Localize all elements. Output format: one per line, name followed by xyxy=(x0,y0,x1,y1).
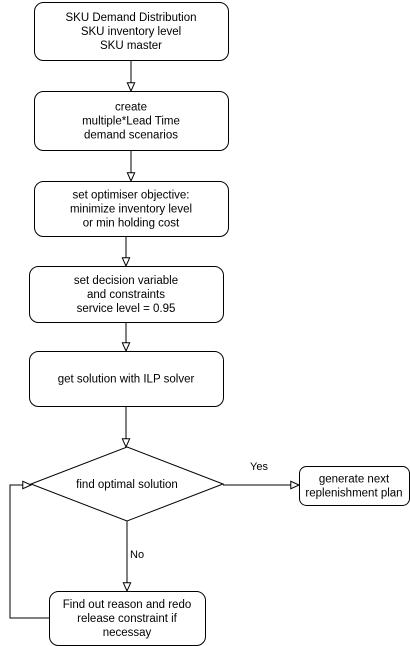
edge-optimal-to-redo xyxy=(122,521,132,593)
node-objective: set optimiser objective: minimize invento… xyxy=(34,181,229,237)
node-text-line: get solution with ILP solver xyxy=(58,374,195,386)
edge-constraints-to-solve xyxy=(121,322,131,353)
edge-redo-to-optimal xyxy=(9,480,49,619)
process-box xyxy=(34,2,229,61)
process-box xyxy=(34,181,229,237)
edge-objective-to-constraints xyxy=(121,236,131,268)
node-text-line: replenishment plan xyxy=(305,488,402,500)
node-text-line: demand scenarios xyxy=(84,130,178,142)
node-plan: generate next replenishment plan xyxy=(299,466,410,506)
node-text-line: create xyxy=(115,102,147,114)
edge-inputs-to-scenarios xyxy=(126,60,136,93)
process-box xyxy=(29,266,224,323)
edge-label-no: No xyxy=(130,549,144,561)
connector-line xyxy=(9,484,49,619)
node-text-line: generate next xyxy=(319,474,390,486)
arrowhead xyxy=(22,480,33,490)
arrowhead xyxy=(126,82,136,93)
node-optimal: find optimal solution xyxy=(29,446,225,522)
node-text-line: set optimiser objective: xyxy=(73,190,190,202)
node-text-line: service level = 0.95 xyxy=(77,303,176,315)
edge-label-yes: Yes xyxy=(250,461,268,473)
arrowhead xyxy=(126,172,136,183)
arrowhead xyxy=(121,438,131,449)
arrowhead xyxy=(290,480,301,490)
node-text-line: or min holding cost xyxy=(83,218,180,230)
node-text-line: SKU master xyxy=(100,40,162,52)
node-text-line: SKU inventory level xyxy=(81,26,181,38)
node-text-line: release constraint if xyxy=(77,613,178,625)
node-text-line: set decision variable xyxy=(74,275,178,287)
edge-solve-to-optimal xyxy=(121,406,131,449)
node-text-line: minimize inventory level xyxy=(70,204,192,216)
process-box xyxy=(34,91,229,151)
node-redo: Find out reason and redo release constrai… xyxy=(49,591,206,646)
node-text-line: SKU Demand Distribution xyxy=(65,12,196,24)
node-text-line: find optimal solution xyxy=(76,479,178,491)
edges-layer xyxy=(9,60,301,619)
edge-scenarios-to-objective xyxy=(126,150,136,183)
node-text-line: and constraints xyxy=(87,289,165,301)
process-box xyxy=(299,466,410,506)
node-text-line: multiple*Lead Time xyxy=(82,116,180,128)
arrowhead xyxy=(122,582,132,593)
node-scenarios: create multiple*Lead Time demand scenarios xyxy=(34,91,229,151)
node-text-line: necessay xyxy=(103,627,152,639)
node-text-line: Find out reason and redo xyxy=(63,599,192,611)
arrowhead xyxy=(121,342,131,353)
process-box xyxy=(29,351,224,407)
node-constraints: set decision variable and constraints serv… xyxy=(29,266,224,323)
arrowhead xyxy=(121,257,131,268)
edge-optimal-to-plan xyxy=(223,480,301,490)
node-solve: get solution with ILP solver xyxy=(29,351,224,407)
decision-diamond xyxy=(29,446,225,522)
